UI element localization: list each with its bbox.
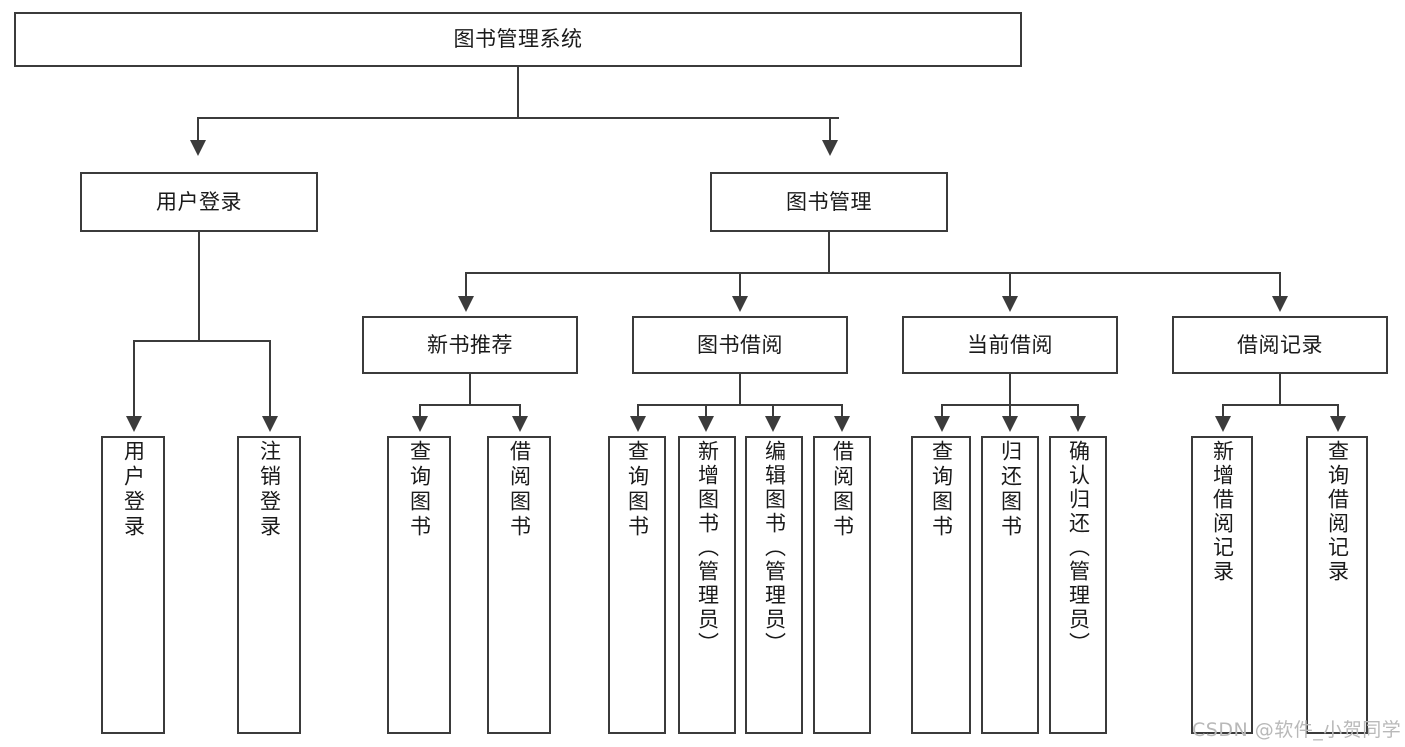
node-label: 图书管理系统 [453, 27, 583, 52]
leaf-confirm-return-admin[interactable]: 确认归还（管理员） [1049, 436, 1107, 734]
arrow-leaf-borrow-book-2 [834, 416, 850, 432]
node-label: 借阅图书 [830, 440, 855, 540]
connector-to-new-book [465, 272, 467, 298]
node-label: 新书推荐 [427, 332, 513, 357]
node-label: 查询图书 [407, 440, 432, 540]
connector-user-login-drop-2 [269, 340, 271, 418]
node-label: 当前借阅 [967, 332, 1053, 357]
node-label: 用户登录 [121, 440, 146, 540]
node-label: 借阅图书 [507, 440, 532, 540]
connector-user-login-drop-1 [133, 340, 135, 418]
node-label: 新增借阅记录 [1210, 440, 1235, 584]
connector-root-bus [197, 117, 839, 119]
connector-new-book-drop-1 [419, 404, 421, 418]
node-label: 新增图书（管理员） [695, 440, 720, 656]
connector-new-book-stem [469, 374, 471, 404]
arrow-leaf-add-book [698, 416, 714, 432]
node-borrow-record[interactable]: 借阅记录 [1172, 316, 1388, 374]
connector-book-borrow-drop-3 [772, 404, 774, 418]
connector-book-borrow-bus [637, 404, 842, 406]
leaf-borrow-book-recommend[interactable]: 借阅图书 [487, 436, 551, 734]
arrow-to-current-borrow [1002, 296, 1018, 312]
node-label: 编辑图书（管理员） [762, 440, 787, 656]
leaf-return-book[interactable]: 归还图书 [981, 436, 1039, 734]
connector-root-stem [517, 67, 519, 117]
node-label: 确认归还（管理员） [1066, 440, 1091, 656]
node-label: 注销登录 [257, 440, 282, 540]
node-label: 归还图书 [998, 440, 1023, 540]
watermark: CSDN @软件_小贺同学 [1192, 719, 1402, 741]
leaf-query-book-current[interactable]: 查询图书 [911, 436, 971, 734]
leaf-logout[interactable]: 注销登录 [237, 436, 301, 734]
arrow-leaf-return-book [1002, 416, 1018, 432]
arrow-leaf-add-record [1215, 416, 1231, 432]
arrow-leaf-user-login [126, 416, 142, 432]
connector-to-book-management [829, 117, 831, 142]
node-book-borrow[interactable]: 图书借阅 [632, 316, 848, 374]
connector-book-management-stem [828, 232, 830, 272]
connector-to-book-borrow [739, 272, 741, 298]
node-book-management[interactable]: 图书管理 [710, 172, 948, 232]
arrow-to-borrow-record [1272, 296, 1288, 312]
connector-borrow-record-stem [1279, 374, 1281, 404]
leaf-add-book-admin[interactable]: 新增图书（管理员） [678, 436, 736, 734]
node-label: 查询图书 [929, 440, 954, 540]
connector-current-borrow-drop-1 [941, 404, 943, 418]
node-new-book-recommend[interactable]: 新书推荐 [362, 316, 578, 374]
node-user-login[interactable]: 用户登录 [80, 172, 318, 232]
connector-to-borrow-record [1279, 272, 1281, 298]
node-label: 图书借阅 [697, 332, 783, 357]
arrow-to-book-management [822, 140, 838, 156]
connector-current-borrow-stem [1009, 374, 1011, 404]
node-label: 查询图书 [625, 440, 650, 540]
connector-tier3-bus [465, 272, 1281, 274]
connector-book-borrow-stem [739, 374, 741, 404]
arrow-to-user-login [190, 140, 206, 156]
arrow-leaf-query-book-1 [412, 416, 428, 432]
leaf-query-book-borrow[interactable]: 查询图书 [608, 436, 666, 734]
connector-user-login-bus [133, 340, 270, 342]
connector-borrow-record-bus [1222, 404, 1338, 406]
node-root-book-management-system[interactable]: 图书管理系统 [14, 12, 1022, 67]
arrow-to-new-book [458, 296, 474, 312]
node-current-borrow[interactable]: 当前借阅 [902, 316, 1118, 374]
connector-book-borrow-drop-2 [705, 404, 707, 418]
connector-new-book-bus [419, 404, 521, 406]
connector-current-borrow-drop-3 [1077, 404, 1079, 418]
connector-to-current-borrow [1009, 272, 1011, 298]
node-label: 借阅记录 [1237, 332, 1323, 357]
leaf-query-borrow-record[interactable]: 查询借阅记录 [1306, 436, 1368, 734]
leaf-add-borrow-record[interactable]: 新增借阅记录 [1191, 436, 1253, 734]
arrow-leaf-query-book-2 [630, 416, 646, 432]
node-label: 查询借阅记录 [1325, 440, 1350, 584]
arrow-leaf-query-record [1330, 416, 1346, 432]
connector-borrow-record-drop-1 [1222, 404, 1224, 418]
leaf-borrow-book-borrow[interactable]: 借阅图书 [813, 436, 871, 734]
connector-current-borrow-drop-2 [1009, 404, 1011, 418]
leaf-user-login[interactable]: 用户登录 [101, 436, 165, 734]
arrow-leaf-borrow-book-1 [512, 416, 528, 432]
node-label: 图书管理 [786, 189, 872, 214]
arrow-leaf-edit-book [765, 416, 781, 432]
arrow-leaf-query-book-3 [934, 416, 950, 432]
connector-to-user-login [197, 117, 199, 142]
leaf-edit-book-admin[interactable]: 编辑图书（管理员） [745, 436, 803, 734]
leaf-query-book-recommend[interactable]: 查询图书 [387, 436, 451, 734]
node-label: 用户登录 [156, 189, 242, 214]
connector-book-borrow-drop-4 [841, 404, 843, 418]
arrow-leaf-confirm-return [1070, 416, 1086, 432]
connector-new-book-drop-2 [519, 404, 521, 418]
connector-borrow-record-drop-2 [1337, 404, 1339, 418]
connector-book-borrow-drop-1 [637, 404, 639, 418]
connector-user-login-stem [198, 232, 200, 340]
arrow-leaf-logout [262, 416, 278, 432]
arrow-to-book-borrow [732, 296, 748, 312]
